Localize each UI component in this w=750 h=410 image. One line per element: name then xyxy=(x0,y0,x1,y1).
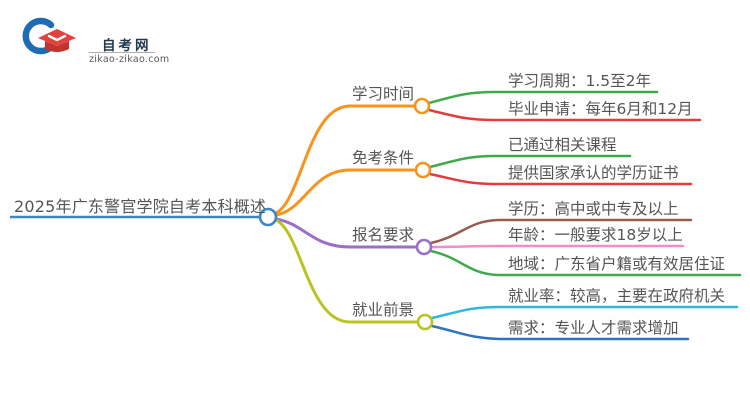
logo-divider xyxy=(89,52,155,53)
edge-root-to-exemption xyxy=(274,168,418,217)
leaf-recognized-certificate-label: 提供国家承认的学历证书 xyxy=(508,164,679,182)
underline-recognized-certificate xyxy=(428,172,693,186)
logo-cap-base-shape xyxy=(45,41,69,52)
leaf-age-label: 年龄：一般要求18岁以上 xyxy=(508,226,683,244)
logo-crescent-shape xyxy=(22,17,55,55)
underline-passed-courses xyxy=(428,154,632,169)
underline-region xyxy=(429,249,742,277)
underline-demand xyxy=(430,324,690,341)
edge-root-to-prospects xyxy=(274,218,420,324)
leaf-region-label: 地域：广东省户籍或有效居住证 xyxy=(508,255,726,273)
edge-root-to-requirements xyxy=(274,217,419,249)
leaf-passed-courses-label: 已通过相关课程 xyxy=(508,136,617,154)
logo-title: 自考网 xyxy=(102,38,152,54)
branch-requirements-label: 报名要求 xyxy=(352,226,415,244)
underline-education xyxy=(429,218,693,245)
exemption-node-circle xyxy=(414,161,432,179)
root-topic-label: 2025年广东警官学院自考本科概述 xyxy=(14,197,267,216)
site-logo[interactable]: 自考网 zikao-zikao.com xyxy=(24,14,184,65)
leaf-employment-rate-label: 就业率：较高，主要在政府机关 xyxy=(508,287,726,305)
edge-root-to-study-time xyxy=(274,104,417,215)
underline-age xyxy=(429,244,685,249)
prospects-node-circle xyxy=(416,313,434,331)
requirements-node-circle xyxy=(415,238,433,256)
branch-study-time-label: 学习时间 xyxy=(352,85,415,103)
graduation-cap-icon xyxy=(22,17,76,55)
leaf-graduation-application-label: 毕业申请：每年6月和12月 xyxy=(508,100,693,118)
logo-cap-chevron-shape xyxy=(47,34,67,42)
study-time-node-circle xyxy=(413,97,431,115)
leaf-study-cycle-label: 学习周期：1.5至2年 xyxy=(508,72,652,90)
leaf-demand-label: 需求：专业人才需求增加 xyxy=(508,319,679,337)
root-node-circle xyxy=(258,207,278,227)
underline-graduation-application xyxy=(427,108,702,122)
underline-employment-rate xyxy=(430,305,739,320)
underline-study-cycle xyxy=(427,90,659,105)
leaf-education-label: 学历：高中或中专及以上 xyxy=(508,200,679,218)
branch-exemption-label: 免考条件 xyxy=(352,149,415,167)
logo-domain: zikao-zikao.com xyxy=(89,54,170,65)
branch-prospects-label: 就业前景 xyxy=(352,301,415,319)
logo-cap-board-shape xyxy=(38,29,76,46)
